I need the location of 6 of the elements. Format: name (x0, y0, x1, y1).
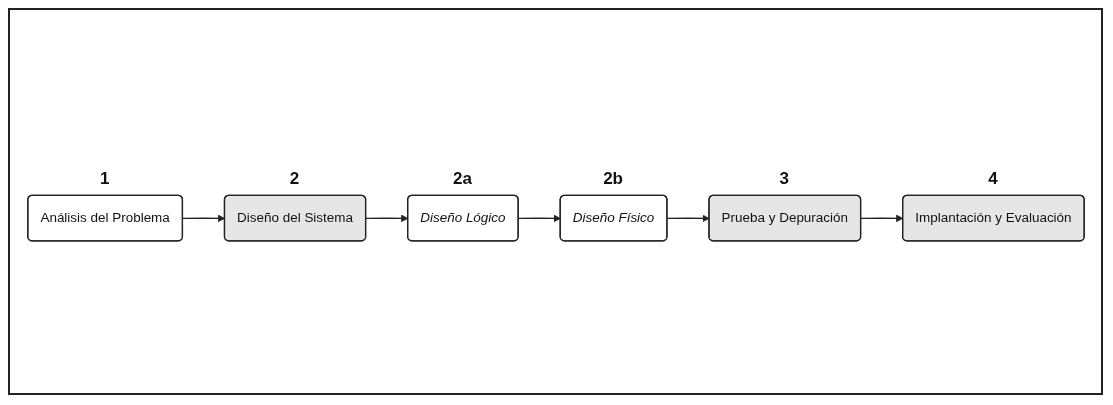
step-number: 2b (603, 169, 623, 188)
step-number: 4 (988, 169, 998, 188)
step-number: 3 (779, 169, 789, 188)
step-number: 1 (99, 169, 110, 188)
step-number: 2a (452, 169, 472, 188)
step-number: 2 (289, 169, 300, 188)
